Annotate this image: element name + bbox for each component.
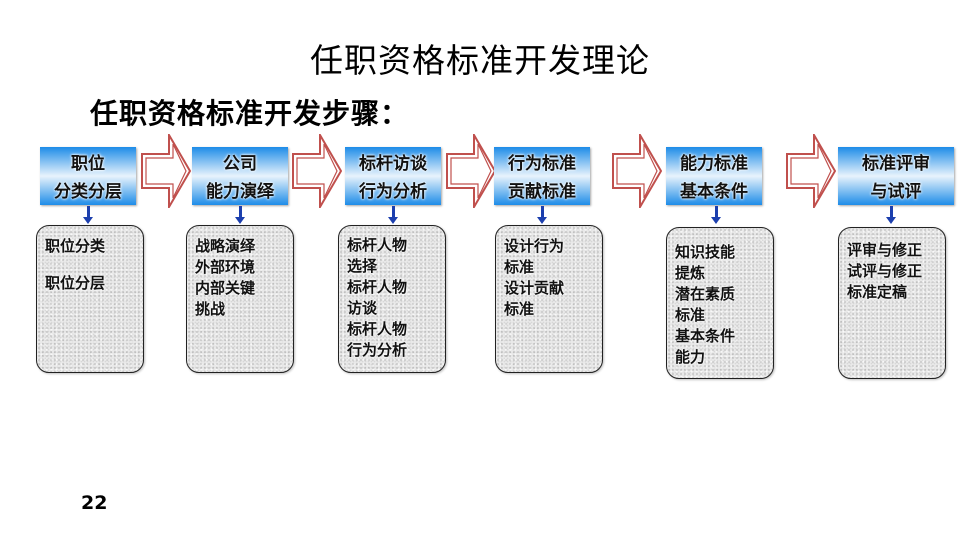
step-3-detail-line: 标杆人物 [347, 320, 408, 338]
step-1-detail-line: 职位分类 [45, 237, 106, 255]
step-3-detail-line: 标杆人物 [347, 278, 408, 296]
step-4-header: 行为标准 贡献标准 [494, 147, 590, 205]
step-2-detail-line: 外部环境 [195, 258, 256, 276]
step-3-detail-line: 访谈 [347, 299, 378, 317]
flow-arrow-4 [612, 134, 662, 208]
step-2-header-line-2: 能力演绎 [206, 182, 274, 202]
step-2-detail-line: 战略演绎 [195, 237, 256, 255]
step-5-connector [711, 206, 721, 224]
step-1-detail-line: 职位分层 [45, 274, 106, 292]
step-4-detail-line: 标准 [504, 300, 535, 318]
step-5-detail-line: 标准 [675, 306, 706, 324]
step-5-header-line-1: 能力标准 [680, 154, 748, 174]
step-6-detail-line: 评审与修正 [847, 241, 923, 259]
step-4-detail-card: 设计行为 标准 设计贡献 标准 [495, 225, 603, 373]
step-6-detail-line: 试评与修正 [847, 262, 923, 280]
step-4-connector [537, 206, 547, 224]
step-6-detail-line: 标准定稿 [847, 283, 908, 301]
step-4-detail-line: 设计行为 [504, 237, 565, 255]
flow-arrow-2 [292, 134, 342, 208]
step-6-header-line-2: 与试评 [870, 182, 922, 202]
flow-arrow-1 [141, 134, 191, 208]
step-5-header: 能力标准 基本条件 [666, 147, 762, 205]
step-2-header: 公司 能力演绎 [192, 147, 288, 205]
step-1-header: 职位 分类分层 [40, 147, 136, 205]
step-4-detail-line: 标准 [504, 258, 535, 276]
page-number: 22 [81, 492, 108, 514]
step-3-detail-line: 行为分析 [347, 341, 408, 359]
step-1-header-line-2: 分类分层 [54, 182, 122, 202]
step-3-connector [388, 206, 398, 224]
step-5-detail-line: 基本条件 [675, 327, 736, 345]
step-5-detail-line: 潜在素质 [675, 285, 736, 303]
step-4-header-line-1: 行为标准 [508, 154, 576, 174]
slide-subtitle: 任职资格标准开发步骤： [90, 97, 410, 130]
step-4-header-line-2: 贡献标准 [508, 182, 576, 202]
slide-title: 任职资格标准开发理论 [310, 41, 650, 80]
step-5-detail-line: 知识技能 [675, 243, 736, 261]
step-3-header: 标杆访谈 行为分析 [345, 147, 441, 205]
step-5-header-line-2: 基本条件 [680, 182, 748, 202]
step-6-header: 标准评审 与试评 [838, 147, 954, 205]
step-3-header-line-2: 行为分析 [359, 182, 427, 202]
step-3-detail-line: 标杆人物 [347, 236, 408, 254]
step-5-detail-card: 知识技能 提炼 潜在素质 标准 基本条件 能力 [666, 227, 774, 379]
step-2-detail-card: 战略演绎 外部环境 内部关键 挑战 [186, 225, 294, 373]
step-1-header-line-1: 职位 [71, 154, 105, 174]
step-2-detail-line: 内部关键 [195, 279, 256, 297]
step-6-header-line-1: 标准评审 [862, 154, 930, 174]
step-5-detail-line: 提炼 [675, 264, 706, 282]
step-3-detail-card: 标杆人物 选择 标杆人物 访谈 标杆人物 行为分析 [338, 225, 446, 373]
step-5-detail-line: 能力 [675, 348, 706, 366]
flow-arrow-5 [786, 134, 836, 208]
step-2-connector [235, 206, 245, 224]
step-3-detail-line: 选择 [347, 257, 378, 275]
step-6-connector [886, 206, 896, 224]
flow-arrow-3 [446, 134, 496, 208]
step-1-connector [83, 206, 93, 224]
step-6-detail-card: 评审与修正 试评与修正 标准定稿 [838, 227, 946, 379]
step-2-detail-line: 挑战 [195, 300, 226, 318]
step-2-header-line-1: 公司 [223, 154, 257, 174]
step-4-detail-line: 设计贡献 [504, 279, 565, 297]
step-3-header-line-1: 标杆访谈 [359, 154, 427, 174]
step-1-detail-card: 职位分类 职位分层 [36, 225, 144, 373]
